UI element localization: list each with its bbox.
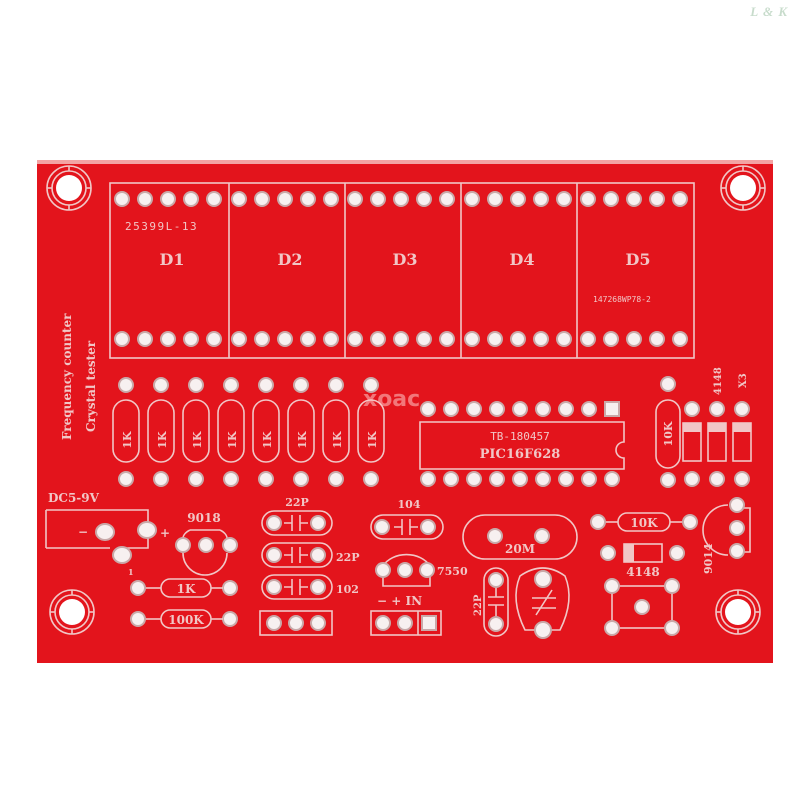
resistor-label: 1K — [331, 431, 344, 449]
watermark-logo: L & K — [750, 4, 788, 19]
display-outlines — [109, 182, 695, 359]
resistor-label: 1K — [261, 431, 274, 449]
power-plus: + — [160, 526, 170, 540]
crystal-20m: 20M — [462, 514, 578, 560]
svg-text:9018: 9018 — [187, 511, 220, 525]
diode-label: 4148 — [713, 367, 724, 395]
svg-text:7550: 7550 — [437, 565, 468, 578]
cap-22p-top-label: 22P — [285, 496, 309, 509]
svg-text:22P: 22P — [473, 594, 484, 616]
svg-text:104: 104 — [398, 498, 421, 511]
svg-text:− + IN: − + IN — [377, 594, 422, 608]
power-pin-1: 1 — [128, 567, 134, 577]
display-code-left: 25399L-13 — [125, 220, 198, 233]
diode-4148-bottom: 4148 — [600, 543, 685, 579]
regulator-7550: 7550 — [375, 553, 468, 587]
cap-22p-mid-label: 22P — [336, 551, 360, 564]
board-title-line2: Crystal tester — [84, 340, 98, 432]
resistor-100k: 100K — [130, 609, 238, 629]
display-code-right: 147268WP78-2 — [593, 295, 651, 304]
board-title-line1: Frequency counter — [60, 313, 74, 440]
display-label-d3: D3 — [392, 250, 417, 269]
input-header: − + IN — [370, 594, 442, 636]
capacitors-column — [259, 510, 333, 636]
svg-text:10K: 10K — [630, 516, 658, 530]
power-label: DC5-9V — [48, 491, 100, 505]
svg-text:9014: 9014 — [702, 543, 715, 574]
resistor-label: 1K — [296, 431, 309, 449]
svg-text:100K: 100K — [168, 613, 204, 627]
cap-102-label: 102 — [336, 583, 359, 596]
display-label-d5: D5 — [625, 250, 650, 269]
resistor-10k-horizontal: 10K — [590, 512, 698, 532]
resistor-10k-label: 10K — [662, 421, 675, 446]
right-top-components: 10K 4148 X3 — [655, 367, 752, 488]
svg-text:4148: 4148 — [626, 565, 659, 579]
resistor-label: 1K — [226, 431, 239, 449]
crystal-x3-label: X3 — [738, 373, 749, 388]
display-label-d4: D4 — [509, 250, 534, 269]
mcu-part-number: PIC16F628 — [480, 447, 561, 462]
overlay-watermark: xoac — [363, 387, 420, 412]
display-label-d2: D2 — [277, 250, 302, 269]
svg-text:1K: 1K — [177, 582, 196, 596]
trimmer-capacitor — [515, 567, 570, 639]
power-minus: − — [78, 525, 88, 539]
svg-text:20M: 20M — [505, 542, 535, 556]
resistor-label: 1K — [156, 431, 169, 449]
pcb-substrate — [37, 160, 773, 663]
cap-104: 104 — [370, 498, 444, 540]
transistor-9014: 9014 — [702, 497, 751, 574]
transistor-9018: 9018 — [175, 511, 238, 576]
mcu-footprint: TB-180457 PIC16F628 — [419, 401, 625, 487]
display-label-d1: D1 — [159, 250, 184, 269]
resistor-label: 1K — [121, 431, 134, 449]
power-jack: DC5-9V − + 1 — [45, 491, 170, 577]
cap-22p-vertical: 22P — [473, 567, 509, 637]
resistor-label: 1K — [366, 431, 379, 449]
push-button-footprint — [604, 578, 680, 636]
resistor-array: 1K 1K 1K 1K 1K 1K 1K 1K — [112, 377, 385, 487]
mcu-code: TB-180457 — [490, 430, 550, 443]
resistor-label: 1K — [191, 431, 204, 449]
resistor-1k: 1K — [130, 578, 238, 598]
